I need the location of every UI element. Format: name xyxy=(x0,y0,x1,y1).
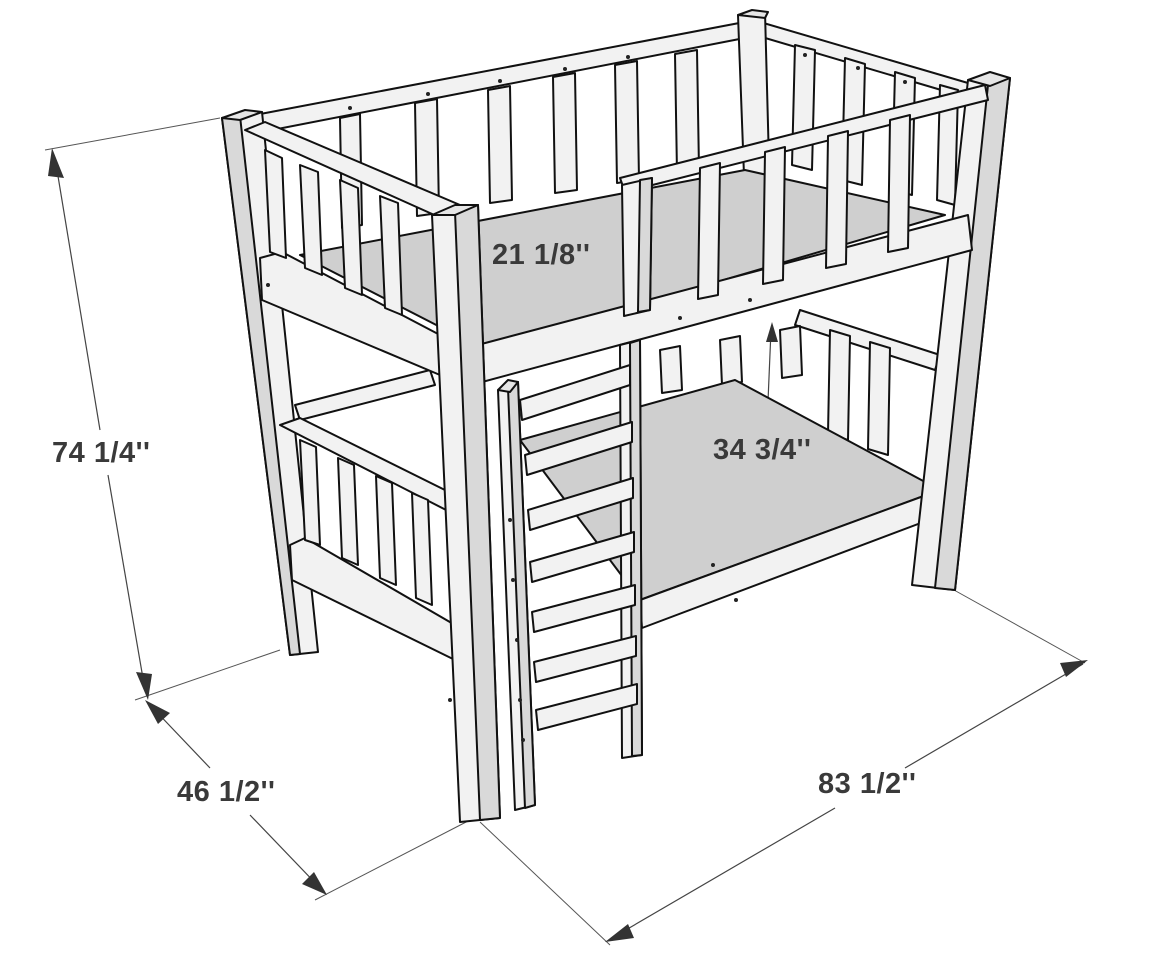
far-frame xyxy=(254,9,986,229)
dimension-overall-depth: 46 1/2'' xyxy=(177,776,276,808)
post-front-left xyxy=(431,204,501,823)
post-front-right xyxy=(911,71,1011,591)
ladder xyxy=(497,339,643,811)
top-end-slats xyxy=(264,149,403,316)
post-back-left xyxy=(221,109,319,656)
bottom-far-frame xyxy=(294,309,941,456)
ladder-rungs xyxy=(519,364,638,731)
dimension-overall-length: 83 1/2'' xyxy=(818,768,917,800)
dimension-top-rail-height: 21 1/8'' xyxy=(492,239,591,271)
top-front-slats xyxy=(621,114,911,317)
screw-dots xyxy=(266,53,907,742)
top-back-slats xyxy=(339,49,700,229)
dimension-overall-height: 74 1/4'' xyxy=(52,437,151,469)
bottom-end-slats xyxy=(299,439,433,606)
dimension-bunk-clearance: 34 3/4'' xyxy=(713,434,812,466)
